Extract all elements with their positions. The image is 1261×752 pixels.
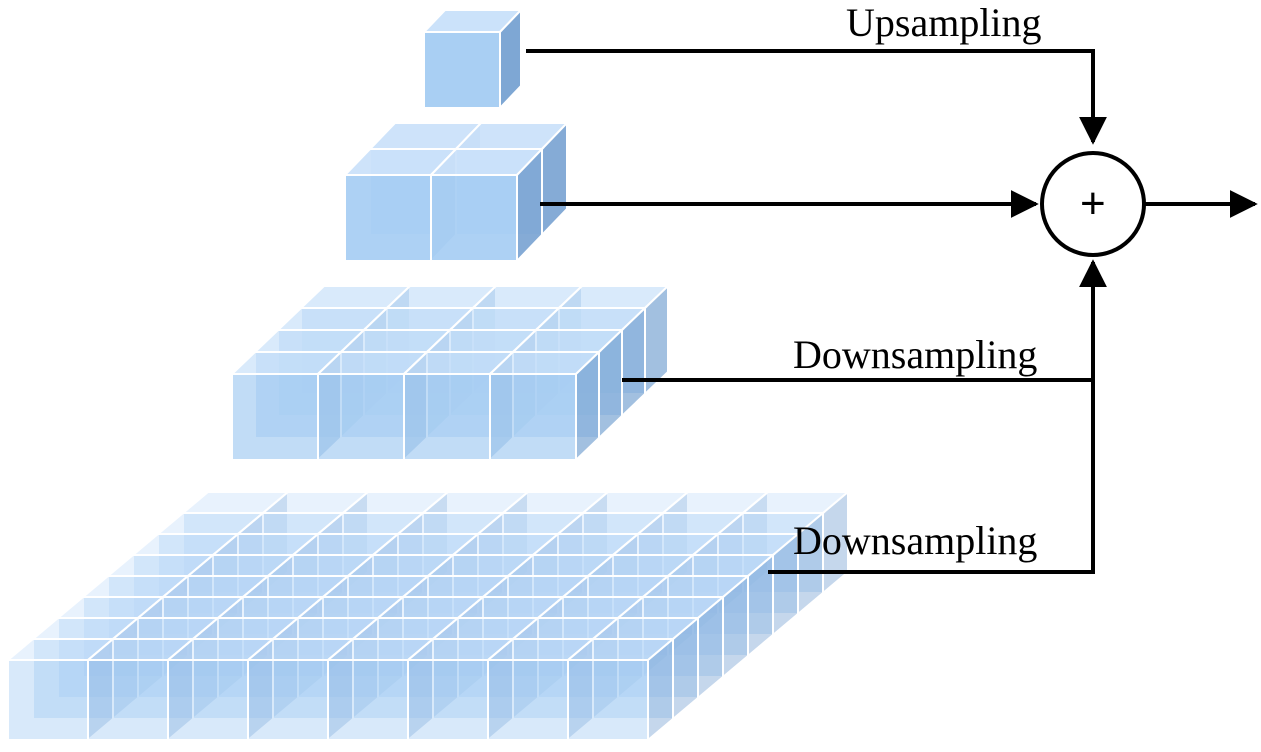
downsampling-label-1: Downsampling	[793, 332, 1038, 377]
feature-cube	[485, 636, 596, 743]
downsampling-label-2: Downsampling	[793, 518, 1038, 563]
cube-front-face	[430, 174, 518, 262]
level-4x4	[229, 283, 671, 463]
feature-cube	[715, 510, 826, 617]
feature-cube	[565, 636, 676, 743]
feature-cube	[85, 636, 196, 743]
level-2x2	[342, 120, 570, 264]
cube-front-face	[489, 373, 577, 461]
level-8x8	[5, 489, 851, 743]
cube-front-face	[423, 31, 501, 109]
upsampling-label: Upsampling	[846, 0, 1042, 45]
feature-cube	[421, 7, 524, 111]
cube-front-face	[567, 659, 649, 741]
downsampling-connector-2	[768, 259, 1107, 574]
feature-cube	[487, 349, 602, 463]
feature-cube	[428, 146, 545, 264]
sum-node	[1040, 151, 1146, 257]
feature-cube	[690, 531, 801, 638]
upsampling-connector	[526, 49, 1107, 145]
level-1x1	[421, 7, 524, 111]
feature-cube	[165, 636, 276, 743]
feature-cube	[325, 636, 436, 743]
feature-cube	[590, 615, 701, 722]
sum-operator: +	[1080, 179, 1106, 228]
